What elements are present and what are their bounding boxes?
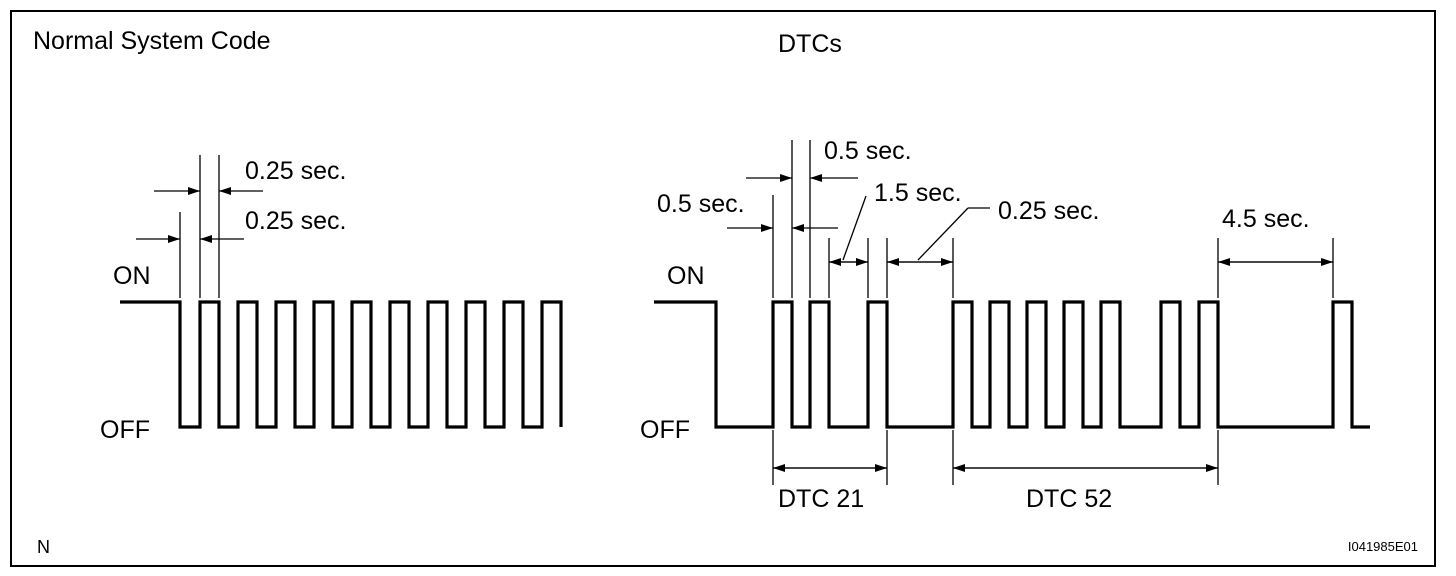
dtc-on-duration-label: 0.5 sec.: [824, 137, 912, 165]
repeat-gap-label: 4.5 sec.: [1222, 205, 1310, 233]
heading-normal-system-code: Normal System Code: [33, 27, 271, 55]
figure-id: I041985E01: [1348, 539, 1418, 554]
normal-timing-dimensions: [136, 155, 263, 298]
dtc-52-label: DTC 52: [1026, 485, 1112, 513]
dtc-21-label: DTC 21: [778, 485, 864, 513]
normal-system-code-waveform: [120, 300, 563, 429]
figure-frame: [10, 10, 1436, 567]
normal-on-duration-label: 0.25 sec.: [245, 157, 346, 185]
code-gap-label: 0.25 sec.: [998, 197, 1099, 225]
off-label-normal: OFF: [100, 416, 150, 444]
on-label-dtc: ON: [667, 262, 705, 290]
normal-off-duration-label: 0.25 sec.: [245, 207, 346, 235]
dtc-timing-dimensions: [727, 140, 1334, 485]
dtc-off-duration-label: 0.5 sec.: [657, 190, 745, 218]
dtc-waveform: [654, 300, 1370, 429]
heading-dtcs: DTCs: [778, 30, 842, 58]
on-label-normal: ON: [113, 262, 151, 290]
corner-mark: N: [37, 537, 50, 557]
digit-gap-label: 1.5 sec.: [874, 179, 962, 207]
off-label-dtc: OFF: [640, 416, 690, 444]
